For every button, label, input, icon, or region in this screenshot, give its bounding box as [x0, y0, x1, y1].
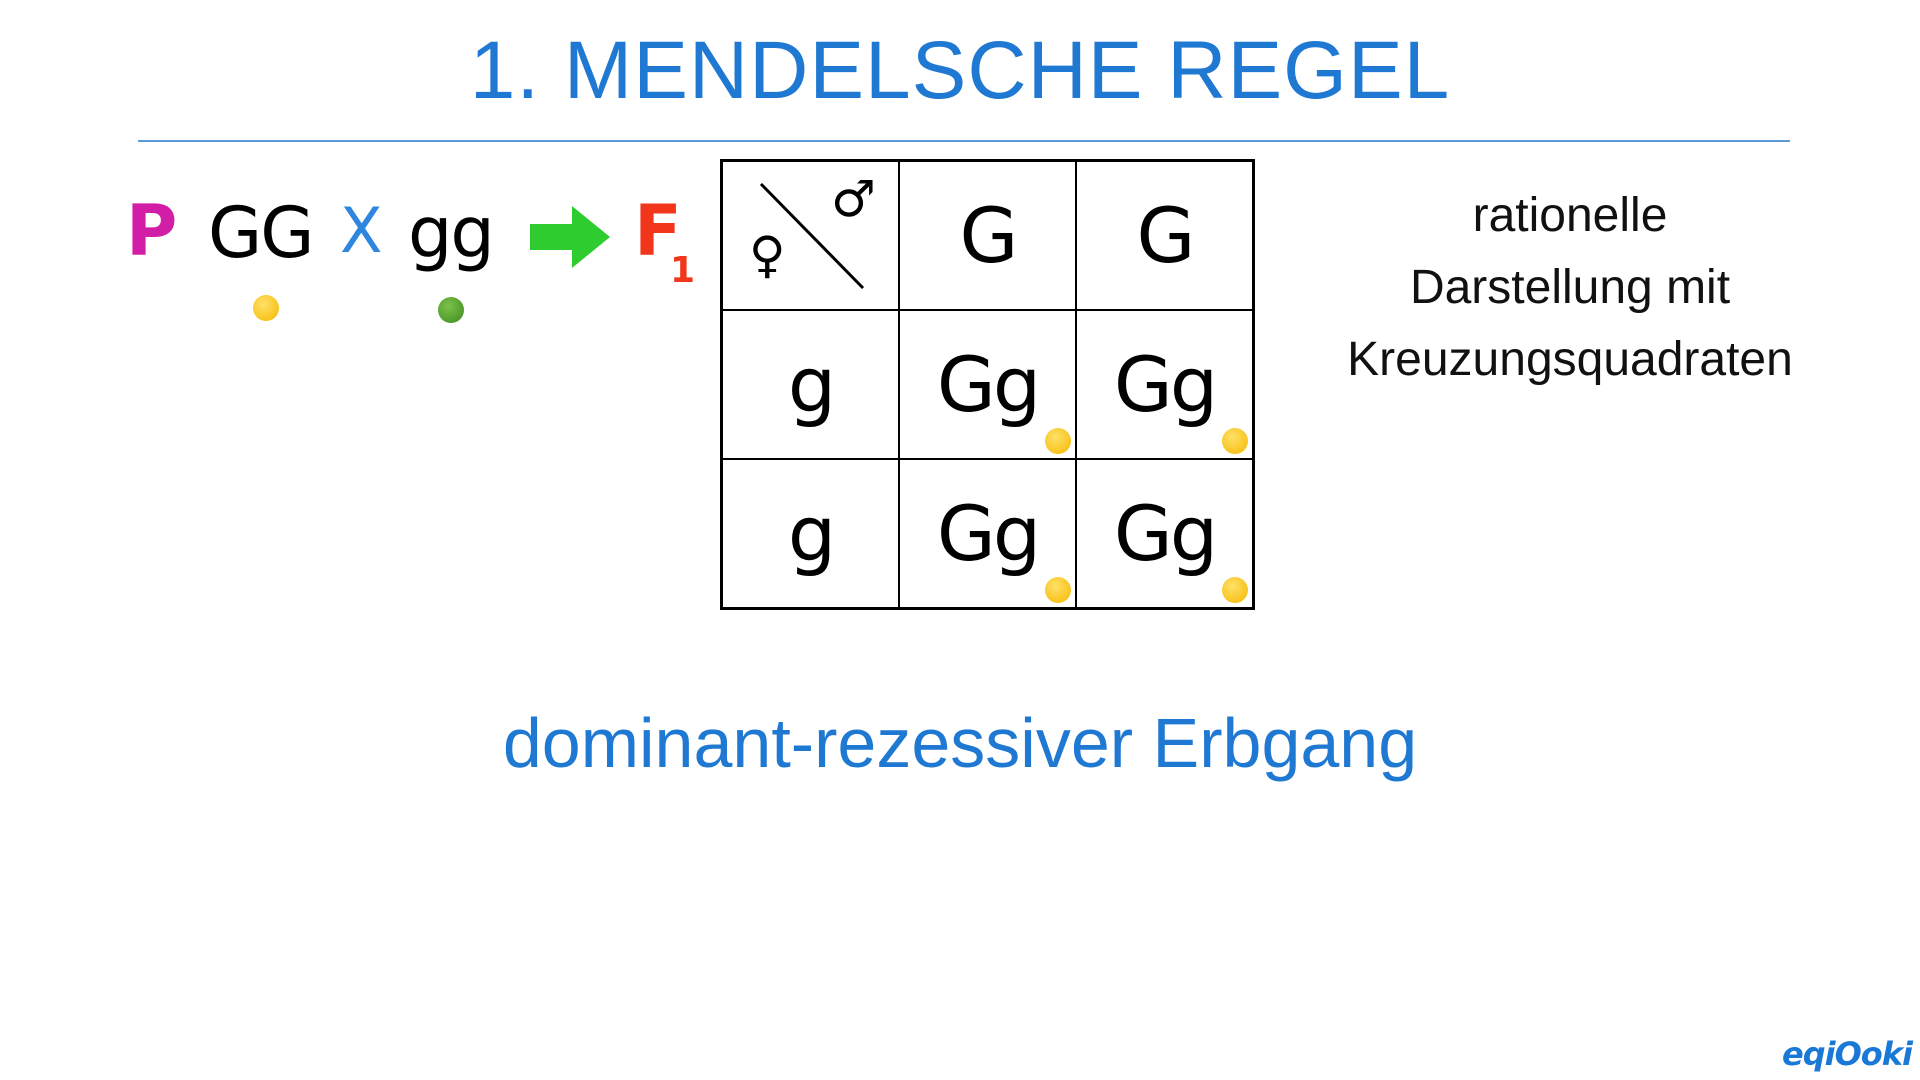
female-gamete-cell: g [720, 309, 900, 460]
offspring-genotype: Gg [1113, 340, 1218, 429]
offspring-generation-subscript: 1 [670, 250, 696, 291]
female-symbol-icon: ♀ [749, 226, 786, 284]
punnett-row: g Gg Gg [720, 309, 1255, 460]
right-arrow-icon [530, 206, 610, 268]
offspring-yellow-dot-icon [1045, 428, 1071, 454]
parent-generation-label: P [126, 190, 178, 272]
parent1-yellow-dot-icon [253, 295, 279, 321]
side-caption-line: Darstellung mit [1409, 261, 1731, 314]
male-symbol-icon: ♂ [831, 170, 876, 228]
side-caption-line: rationelle [1472, 189, 1668, 242]
parent2-green-dot-icon [438, 297, 464, 323]
offspring-genotype: Gg [936, 340, 1041, 429]
cross-symbol: X [340, 194, 383, 267]
side-caption-line: Kreuzungsquadraten [1347, 333, 1793, 386]
inheritance-type-subtitle: dominant-rezessiver Erbgang [502, 704, 1418, 782]
offspring-cell: Gg [1075, 458, 1255, 610]
punnett-header-row: ♂ ♀ G G [720, 159, 1255, 311]
offspring-cell: Gg [1075, 309, 1255, 460]
parent2-genotype: gg [408, 192, 495, 274]
punnett-row: g Gg Gg [720, 458, 1255, 610]
punnett-corner-cell: ♂ ♀ [720, 159, 900, 311]
offspring-yellow-dot-icon [1222, 577, 1248, 603]
brand-logo: eqiOoki [1782, 1035, 1913, 1073]
offspring-cell: Gg [898, 458, 1077, 610]
male-gamete-cell: G [898, 159, 1077, 311]
offspring-yellow-dot-icon [1045, 577, 1071, 603]
offspring-cell: Gg [898, 309, 1077, 460]
title-divider [138, 140, 1790, 142]
offspring-generation-label: F [634, 190, 682, 272]
male-gamete-cell: G [1075, 159, 1255, 311]
offspring-genotype: Gg [1113, 489, 1218, 578]
side-caption: rationelle Darstellung mit Kreuzungsquad… [1300, 180, 1840, 396]
female-gamete-cell: g [720, 458, 900, 610]
offspring-genotype: Gg [936, 489, 1041, 578]
diagonal-divider-icon [759, 182, 865, 290]
parent1-genotype: GG [208, 192, 314, 274]
punnett-square: ♂ ♀ G G g Gg Gg g Gg Gg [720, 159, 1255, 610]
offspring-yellow-dot-icon [1222, 428, 1248, 454]
page-title: 1. MENDELSCHE REGEL [469, 25, 1451, 116]
